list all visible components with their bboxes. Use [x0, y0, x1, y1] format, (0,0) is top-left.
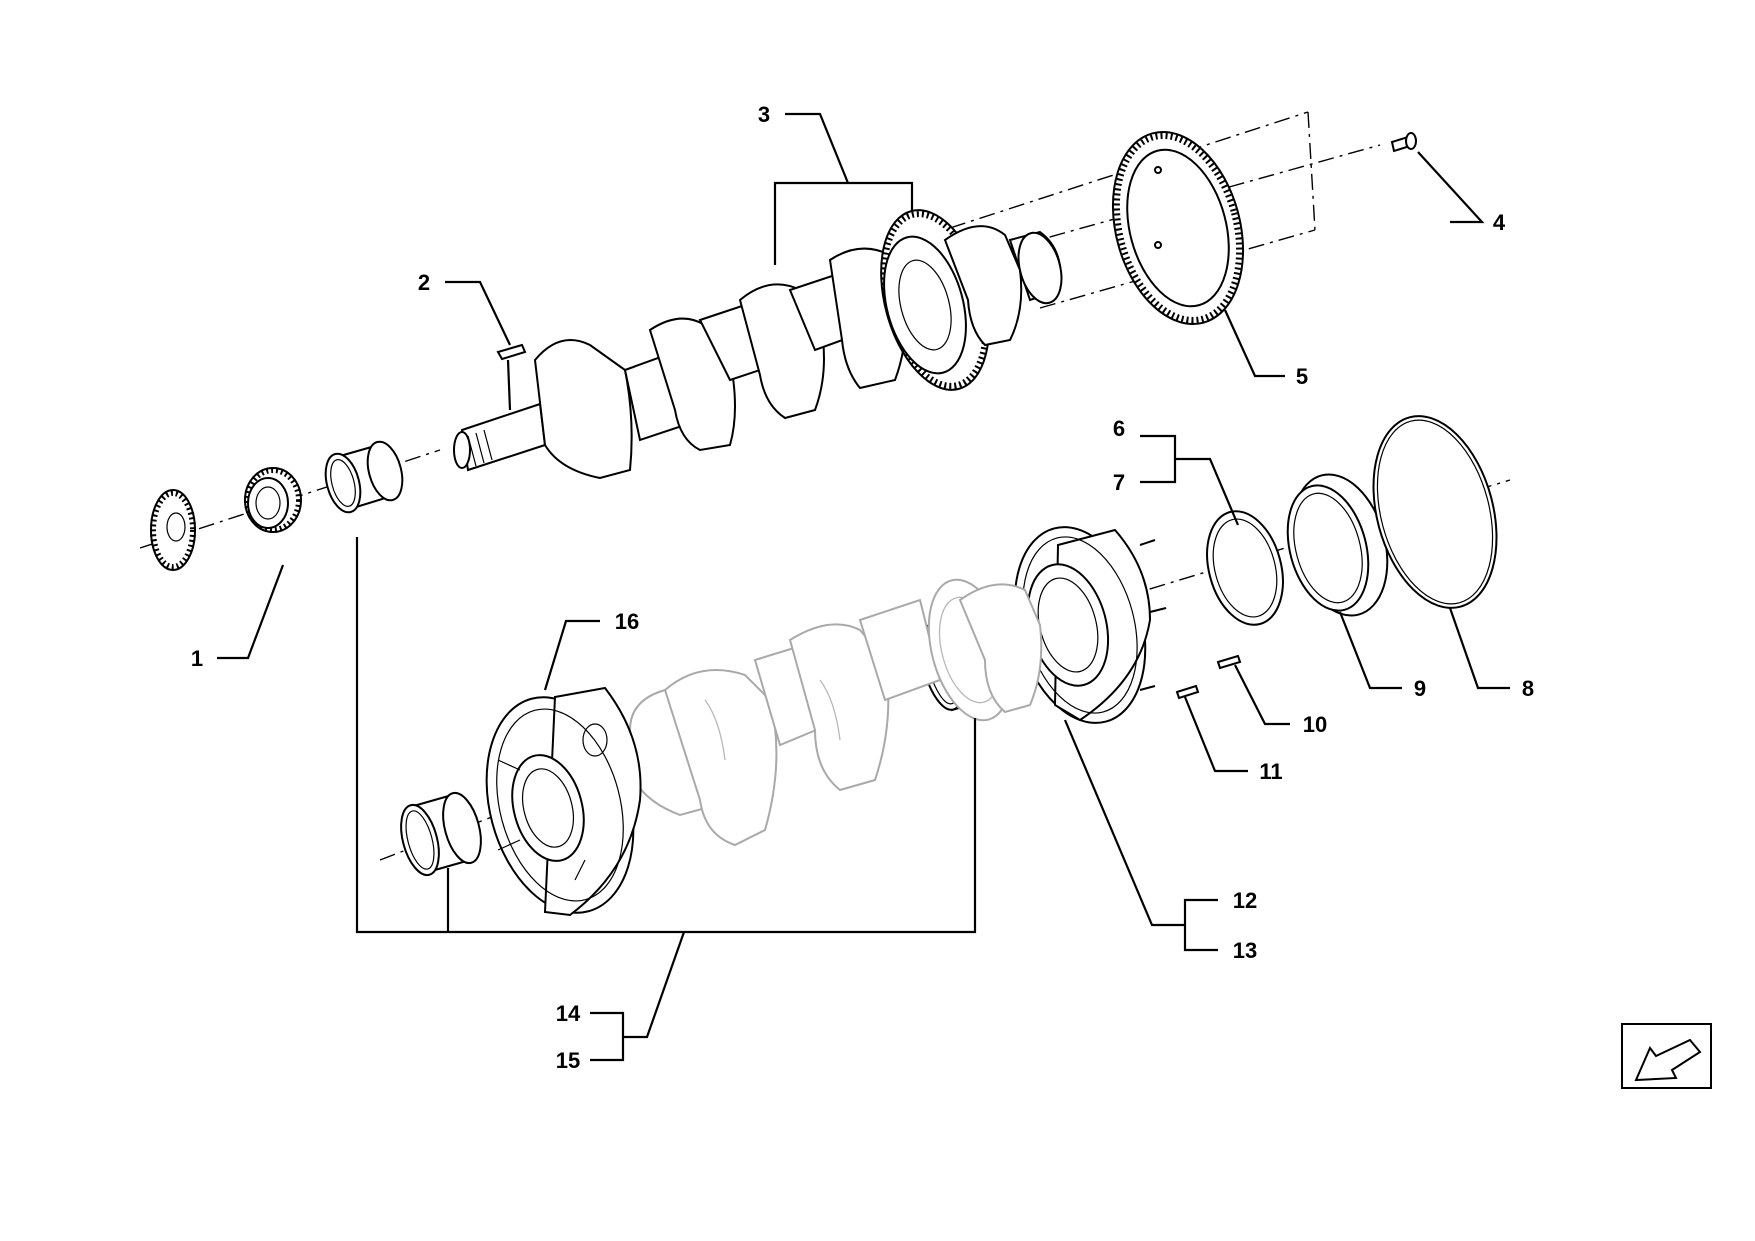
- part-3-crankshaft: [453, 209, 1063, 480]
- leader-lines: [217, 112, 1510, 1062]
- callout-2: 2: [418, 270, 430, 295]
- callout-9: 9: [1414, 676, 1426, 701]
- callout-5: 5: [1296, 364, 1308, 389]
- callout-4: 4: [1493, 210, 1506, 235]
- part-12-seal-housing: [1013, 526, 1167, 724]
- callout-7: 7: [1113, 470, 1125, 495]
- callout-6: 6: [1113, 416, 1125, 441]
- callout-3: 3: [758, 102, 770, 127]
- part-1-crank-gear: [150, 467, 302, 571]
- callout-11: 11: [1259, 759, 1282, 784]
- callout-1: 1: [191, 646, 203, 671]
- part-8-o-ring: [1372, 415, 1498, 609]
- callout-labels: 1 2 3 4 5 6 7 8 9 10 11 12 13 14 15 16: [191, 102, 1534, 1073]
- callout-14: 14: [556, 1001, 581, 1026]
- part-10-stud: [1216, 654, 1242, 670]
- part-4-bolt: [1390, 132, 1417, 153]
- front-arrow-icon: [1621, 1023, 1712, 1089]
- part-2-key: [496, 343, 527, 361]
- callout-15: 15: [556, 1048, 580, 1073]
- front-bushing: [324, 440, 404, 514]
- part-16-front-housing: [485, 686, 642, 917]
- callout-13: 13: [1233, 938, 1257, 963]
- callout-12: 12: [1233, 888, 1257, 913]
- callout-10: 10: [1303, 712, 1327, 737]
- part-9-oil-seal: [1286, 473, 1389, 617]
- callout-8: 8: [1522, 676, 1534, 701]
- part-11-dowel: [1175, 684, 1200, 700]
- front-lower-bushing: [400, 791, 482, 877]
- part-5-tone-wheel: [1111, 130, 1245, 326]
- callout-16: 16: [615, 609, 639, 634]
- part-6-thrust-washer: [1206, 510, 1284, 626]
- ghost-crankshaft: [629, 578, 1043, 847]
